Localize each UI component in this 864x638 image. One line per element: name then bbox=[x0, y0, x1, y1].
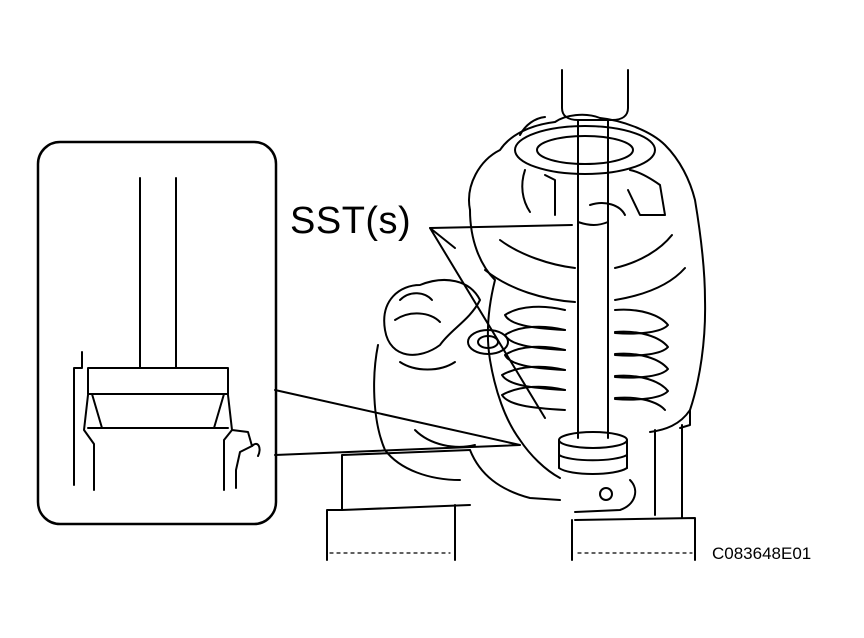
figure-code: C083648E01 bbox=[712, 544, 812, 563]
callout-leader-line bbox=[274, 389, 521, 456]
sst-leader-line bbox=[429, 224, 573, 419]
detail-callout bbox=[36, 140, 278, 526]
transaxle-housing bbox=[373, 113, 707, 513]
press-ram bbox=[561, 69, 629, 121]
sst-label: SST(s) bbox=[290, 200, 412, 242]
press-base bbox=[326, 424, 696, 561]
sst-adapter bbox=[558, 431, 628, 475]
sst-shaft bbox=[577, 119, 609, 439]
